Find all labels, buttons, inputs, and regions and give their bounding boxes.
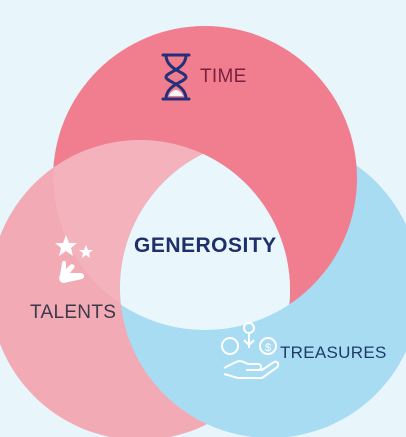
stars-hand-icon <box>55 235 93 283</box>
center-region <box>120 140 290 330</box>
time-label: TIME <box>200 66 247 87</box>
talents-label: TALENTS <box>30 302 117 323</box>
center-label: GENEROSITY <box>134 234 277 257</box>
money-hand-icon: $ <box>221 322 280 379</box>
svg-text:$: $ <box>265 342 271 354</box>
hourglass-icon <box>161 53 191 101</box>
treasures-label: TREASURES <box>280 343 387 362</box>
